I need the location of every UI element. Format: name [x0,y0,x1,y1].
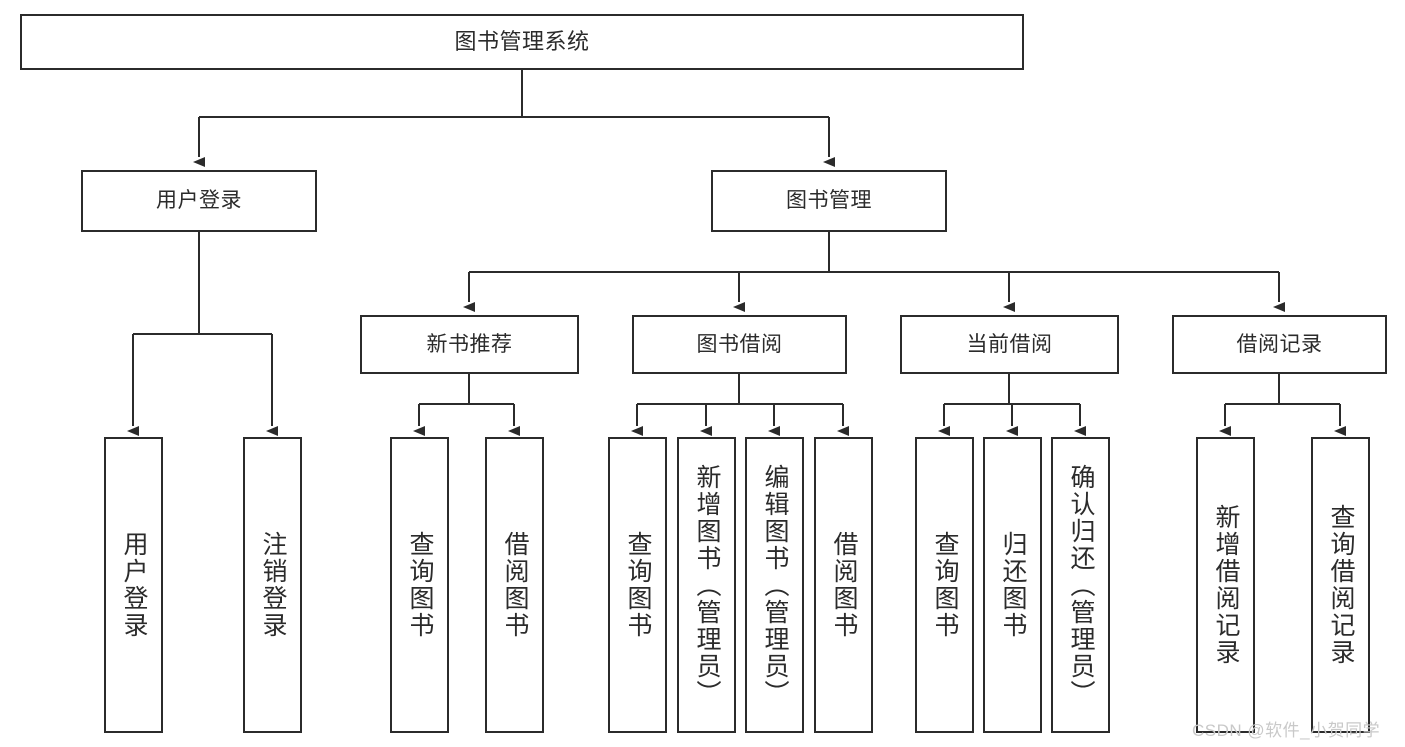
node-label: 编辑图书（管理员） [761,463,789,707]
node-label: 新增借阅记录 [1212,504,1240,666]
node-label: 借阅图书 [501,531,529,639]
node-label: 新增图书（管理员） [693,463,721,707]
node-leaf-borrow-book-borrow[interactable]: 借阅图书 [814,437,873,733]
node-label: 注销登录 [259,531,287,639]
node-leaf-return-book[interactable]: 归还图书 [983,437,1042,733]
node-leaf-user-logout[interactable]: 注销登录 [243,437,302,733]
node-label: 图书管理系统 [454,28,590,54]
node-leaf-query-book-borrow[interactable]: 查询图书 [608,437,667,733]
node-leaf-query-borrow-record[interactable]: 查询借阅记录 [1311,437,1370,733]
node-label: 图书管理 [786,189,872,213]
node-leaf-edit-book-admin[interactable]: 编辑图书（管理员） [745,437,804,733]
node-label: 用户登录 [120,531,148,639]
node-current-borrow[interactable]: 当前借阅 [900,315,1119,374]
node-label: 确认归还（管理员） [1067,463,1095,707]
node-leaf-user-login[interactable]: 用户登录 [104,437,163,733]
node-label: 用户登录 [156,189,242,213]
node-label: 查询借阅记录 [1327,504,1355,666]
node-leaf-confirm-return-admin[interactable]: 确认归还（管理员） [1051,437,1110,733]
node-label: 图书借阅 [696,332,783,356]
node-label: 借阅记录 [1236,332,1323,356]
node-book-borrow[interactable]: 图书借阅 [632,315,847,374]
node-label: 查询图书 [931,531,959,639]
node-book-manage[interactable]: 图书管理 [711,170,947,232]
node-label: 新书推荐 [426,332,513,356]
node-user-login[interactable]: 用户登录 [81,170,317,232]
node-leaf-query-book-recommend[interactable]: 查询图书 [390,437,449,733]
node-root-book-management-system[interactable]: 图书管理系统 [20,14,1024,70]
node-new-book-recommend[interactable]: 新书推荐 [360,315,579,374]
node-leaf-add-borrow-record[interactable]: 新增借阅记录 [1196,437,1255,733]
node-leaf-query-book-current[interactable]: 查询图书 [915,437,974,733]
node-leaf-borrow-book-recommend[interactable]: 借阅图书 [485,437,544,733]
node-label: 归还图书 [999,531,1027,639]
node-label: 查询图书 [624,531,652,639]
node-leaf-add-book-admin[interactable]: 新增图书（管理员） [677,437,736,733]
node-label: 当前借阅 [966,332,1053,356]
node-label: 借阅图书 [830,531,858,639]
node-label: 查询图书 [406,531,434,639]
node-borrow-record[interactable]: 借阅记录 [1172,315,1387,374]
